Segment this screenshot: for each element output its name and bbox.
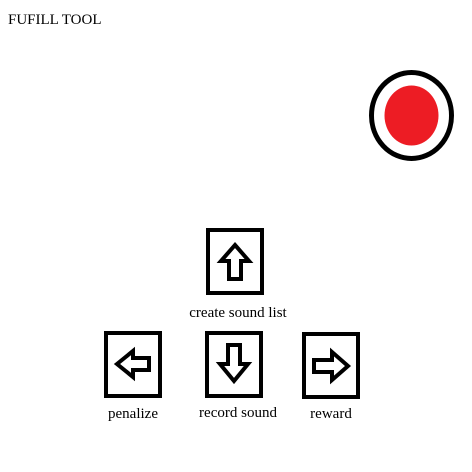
arrow-up-icon	[206, 228, 264, 295]
penalize-label: penalize	[108, 406, 158, 422]
app-title: FUFILL TOOL	[8, 12, 102, 28]
record-dot-icon	[369, 70, 454, 161]
arrow-left-icon	[104, 331, 162, 398]
record-sound-label: record sound	[199, 405, 277, 421]
penalize-button[interactable]	[104, 331, 162, 398]
reward-button[interactable]	[302, 332, 360, 399]
create-sound-list-button[interactable]	[206, 228, 264, 295]
arrow-down-icon	[205, 331, 263, 398]
create-sound-list-label: create sound list	[189, 305, 287, 321]
record-sound-button[interactable]	[205, 331, 263, 398]
reward-label: reward	[310, 406, 352, 422]
arrow-right-icon	[302, 332, 360, 399]
record-button[interactable]	[368, 69, 455, 162]
